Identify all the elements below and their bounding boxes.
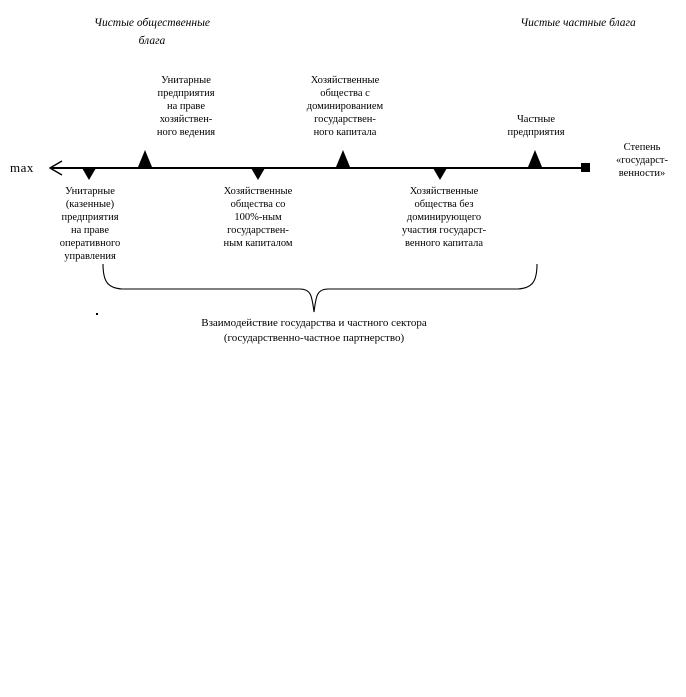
axis-right-endpoint [581,163,590,172]
label-unitary-economic-management: Унитарные предприятия на праве хозяйстве… [156,75,216,138]
axis-max-label: max [10,160,34,175]
pole-label-public-goods: Чистые общественные блага [94,17,210,47]
marker-triangle-up-3 [528,150,542,167]
label-companies-no-dominant-state-capital: Хозяйственные общества без доминирующего… [401,186,487,249]
axis-left-arrowhead [48,160,63,176]
label-private-enterprises: Частные предприятия [507,114,565,138]
grouping-brace [102,263,538,313]
brace-caption-ppp: Взаимодействие государства и частного се… [201,317,427,344]
marker-triangle-up-2 [336,150,350,167]
label-companies-100-state-capital: Хозяйственные общества со 100%-ным госуд… [223,186,293,249]
axis-name-state-degree: Степень «государст- венности» [616,142,668,179]
stray-dot [96,313,98,315]
label-unitary-operative-management: Унитарные (казенные) предприятия на прав… [59,186,121,262]
marker-triangle-up-1 [138,150,152,167]
marker-triangle-down-1 [82,168,96,180]
pole-label-private-goods: Чистые частные блага [520,17,636,29]
label-companies-dominant-state-capital: Хозяйственные общества с доминированием … [306,75,384,138]
marker-triangle-down-3 [433,168,447,180]
marker-triangle-down-2 [251,168,265,180]
